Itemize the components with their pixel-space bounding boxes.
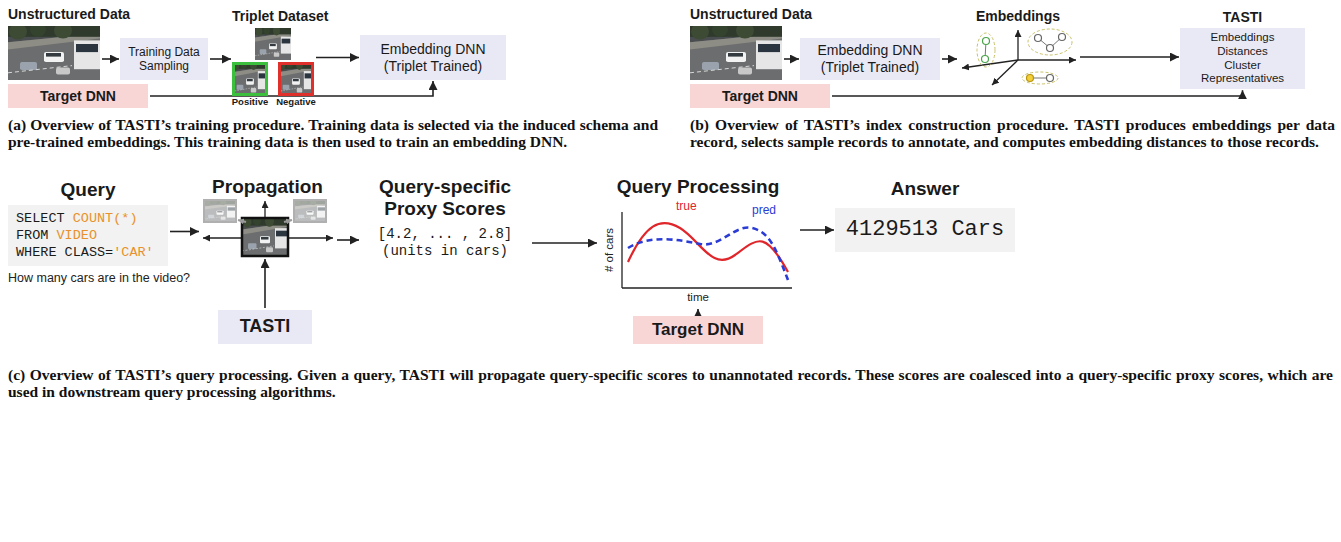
- caption: (a) Overview of TASTI’s training procedu…: [8, 116, 658, 150]
- code-token: FROM: [16, 227, 48, 244]
- caption: (c) Overview of TASTI’s query processing…: [8, 366, 1333, 400]
- video-frame: [8, 22, 100, 80]
- heading: Query Processing: [617, 176, 780, 198]
- model-box: Embedding DNN (Triplet Trained): [360, 35, 506, 80]
- box-text: TASTI: [240, 316, 291, 338]
- box-text: Distances: [1217, 45, 1268, 59]
- heading: Query: [61, 179, 116, 201]
- video-frame: [690, 22, 782, 80]
- index-box: TASTI: [218, 310, 312, 344]
- negative-frame: [278, 60, 314, 96]
- code-token: WHERE CLASS=: [16, 244, 113, 261]
- image-label: Negative: [276, 96, 316, 108]
- target-model-box: Target DNN: [8, 84, 148, 108]
- box-text: (units in cars): [382, 243, 508, 260]
- positive-frame: [232, 60, 268, 96]
- heading: Answer: [891, 178, 960, 200]
- arrow-connector: [697, 309, 699, 314]
- heading: Unstructured Data: [690, 6, 812, 22]
- heading: Unstructured Data: [8, 6, 130, 22]
- arrow-connector: [210, 58, 231, 60]
- model-box: Embedding DNN (Triplet Trained): [800, 38, 940, 80]
- series-label: pred: [752, 204, 776, 217]
- box-text: Embedding DNN (Triplet Trained): [365, 41, 501, 75]
- box-text: 4129513 Cars: [846, 217, 1004, 243]
- image-label: Positive: [232, 96, 268, 108]
- image-group: Triplet DatasetPositiveNegative: [232, 28, 314, 96]
- process-box: Training Data Sampling: [120, 38, 208, 80]
- code-token: VIDEO: [57, 227, 98, 244]
- heading: Propagation: [212, 176, 323, 198]
- axis-label: # of cars: [603, 228, 616, 272]
- box-text: Embeddings: [1211, 31, 1275, 45]
- heading: Embeddings: [976, 8, 1060, 24]
- data-image: Unstructured Data: [8, 26, 100, 80]
- code-token: SELECT: [16, 210, 65, 227]
- arrow-connector: [532, 242, 597, 244]
- series-label: true: [676, 200, 697, 213]
- box-text: [4.2, ... , 2.8]: [378, 226, 512, 243]
- index-box: TASTIEmbeddingsDistancesCluster Represen…: [1180, 28, 1305, 89]
- arrow-connector: [264, 259, 266, 308]
- box-text: Cluster Representatives: [1185, 59, 1300, 87]
- score-list: Query-specific Proxy Scores[4.2, ... , 2…: [360, 222, 530, 264]
- query-note: How many cars are in the video?: [8, 272, 190, 285]
- code-token: 'CAR': [113, 244, 154, 261]
- code-token: COUNT(*): [73, 210, 138, 227]
- arrow-connector: [784, 58, 799, 60]
- caption: (b) Overview of TASTI’s index constructi…: [690, 116, 1335, 150]
- propagation-figure: Propagation: [200, 200, 335, 258]
- arrow-connector: [102, 58, 119, 60]
- heading: Query-specific Proxy Scores: [360, 176, 530, 220]
- arrow-connector: [1080, 56, 1179, 58]
- heading: Triplet Dataset: [232, 8, 328, 24]
- arrow-connector: [800, 229, 834, 231]
- box-text: Embedding DNN (Triplet Trained): [805, 42, 935, 76]
- arrow-connector: [316, 57, 359, 59]
- arrow-connector: [337, 239, 359, 241]
- axis-label: time: [687, 291, 709, 304]
- anchor-frame: [255, 26, 291, 60]
- embedding-plot: Embeddings: [958, 28, 1078, 86]
- target-model-box: Target DNN: [633, 316, 763, 344]
- answer-box: Answer4129513 Cars: [835, 208, 1015, 252]
- box-text: Target DNN: [652, 320, 744, 340]
- box-text: Target DNN: [40, 88, 116, 105]
- time-series-chart: [622, 212, 792, 288]
- query-box: QuerySELECTCOUNT(*)FROMVIDEOWHERE CLASS=…: [8, 205, 168, 266]
- target-model-box: Target DNN: [690, 84, 830, 108]
- box-text: Training Data Sampling: [125, 45, 203, 74]
- arrow-connector: [170, 231, 199, 233]
- code-line: WHERE CLASS='CAR': [16, 244, 160, 261]
- positive-image: Positive: [232, 62, 268, 96]
- code-line: FROM VIDEO: [16, 227, 160, 244]
- arrow-connector: [942, 58, 957, 60]
- box-text: Target DNN: [722, 88, 798, 105]
- arrow-connector: [832, 90, 1243, 96]
- negative-image: Negative: [278, 62, 314, 96]
- propagation-figure: [203, 199, 333, 256]
- code-line: SELECT COUNT(*): [16, 210, 160, 227]
- data-image: Unstructured Data: [690, 26, 782, 80]
- embedding-plot: [962, 29, 1076, 85]
- heading: TASTI: [1223, 9, 1262, 25]
